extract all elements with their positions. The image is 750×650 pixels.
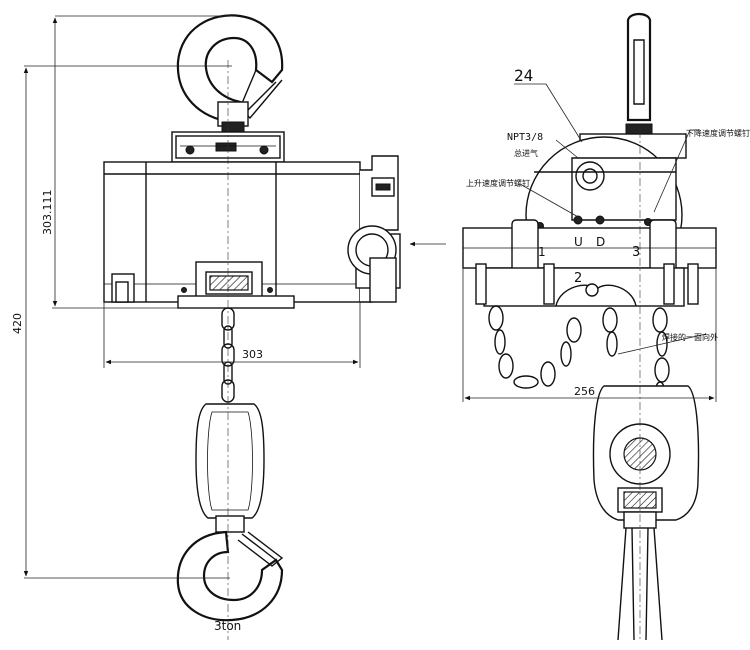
body-height-dimension: 303.111 xyxy=(41,190,54,236)
up-speed-screw-label: 上升速度调节螺钉 xyxy=(466,178,530,188)
top-hook xyxy=(176,14,284,133)
overall-height-dimension: 420 xyxy=(11,313,24,334)
marker-3: 3 xyxy=(632,245,640,260)
body-width-dimension: 303 xyxy=(242,348,263,361)
inlet-label: 总进气 xyxy=(514,148,538,158)
marker-u: U xyxy=(574,235,583,249)
top-hook-shank xyxy=(625,12,653,135)
leader-lines xyxy=(514,83,707,355)
side-view: 256 24 NPT3/8 总进气 上升速度调节螺钉 下降速度调节螺钉 焊接的一… xyxy=(462,12,750,641)
capacity-label: 3ton xyxy=(214,619,241,633)
bottom-hook xyxy=(176,530,284,622)
front-dimensions xyxy=(23,15,361,579)
front-view: 3ton 303.111 420 303 xyxy=(11,14,446,640)
marker-1: 1 xyxy=(538,245,546,259)
side-width-dimension: 256 xyxy=(574,385,595,398)
side-bottom-block xyxy=(592,385,700,641)
part-number-label: 24 xyxy=(514,66,533,85)
down-speed-screw-label: 下降速度调节螺钉 xyxy=(686,128,750,138)
hoist-body xyxy=(103,155,401,309)
side-beam xyxy=(462,219,717,307)
side-chains xyxy=(475,263,699,407)
port-label: NPT3/8 xyxy=(507,132,543,143)
bottom-block xyxy=(195,403,265,533)
weld-note-label: 焊接的一面向外 xyxy=(662,332,718,342)
marker-d: D xyxy=(596,235,605,249)
marker-2: 2 xyxy=(574,271,582,286)
